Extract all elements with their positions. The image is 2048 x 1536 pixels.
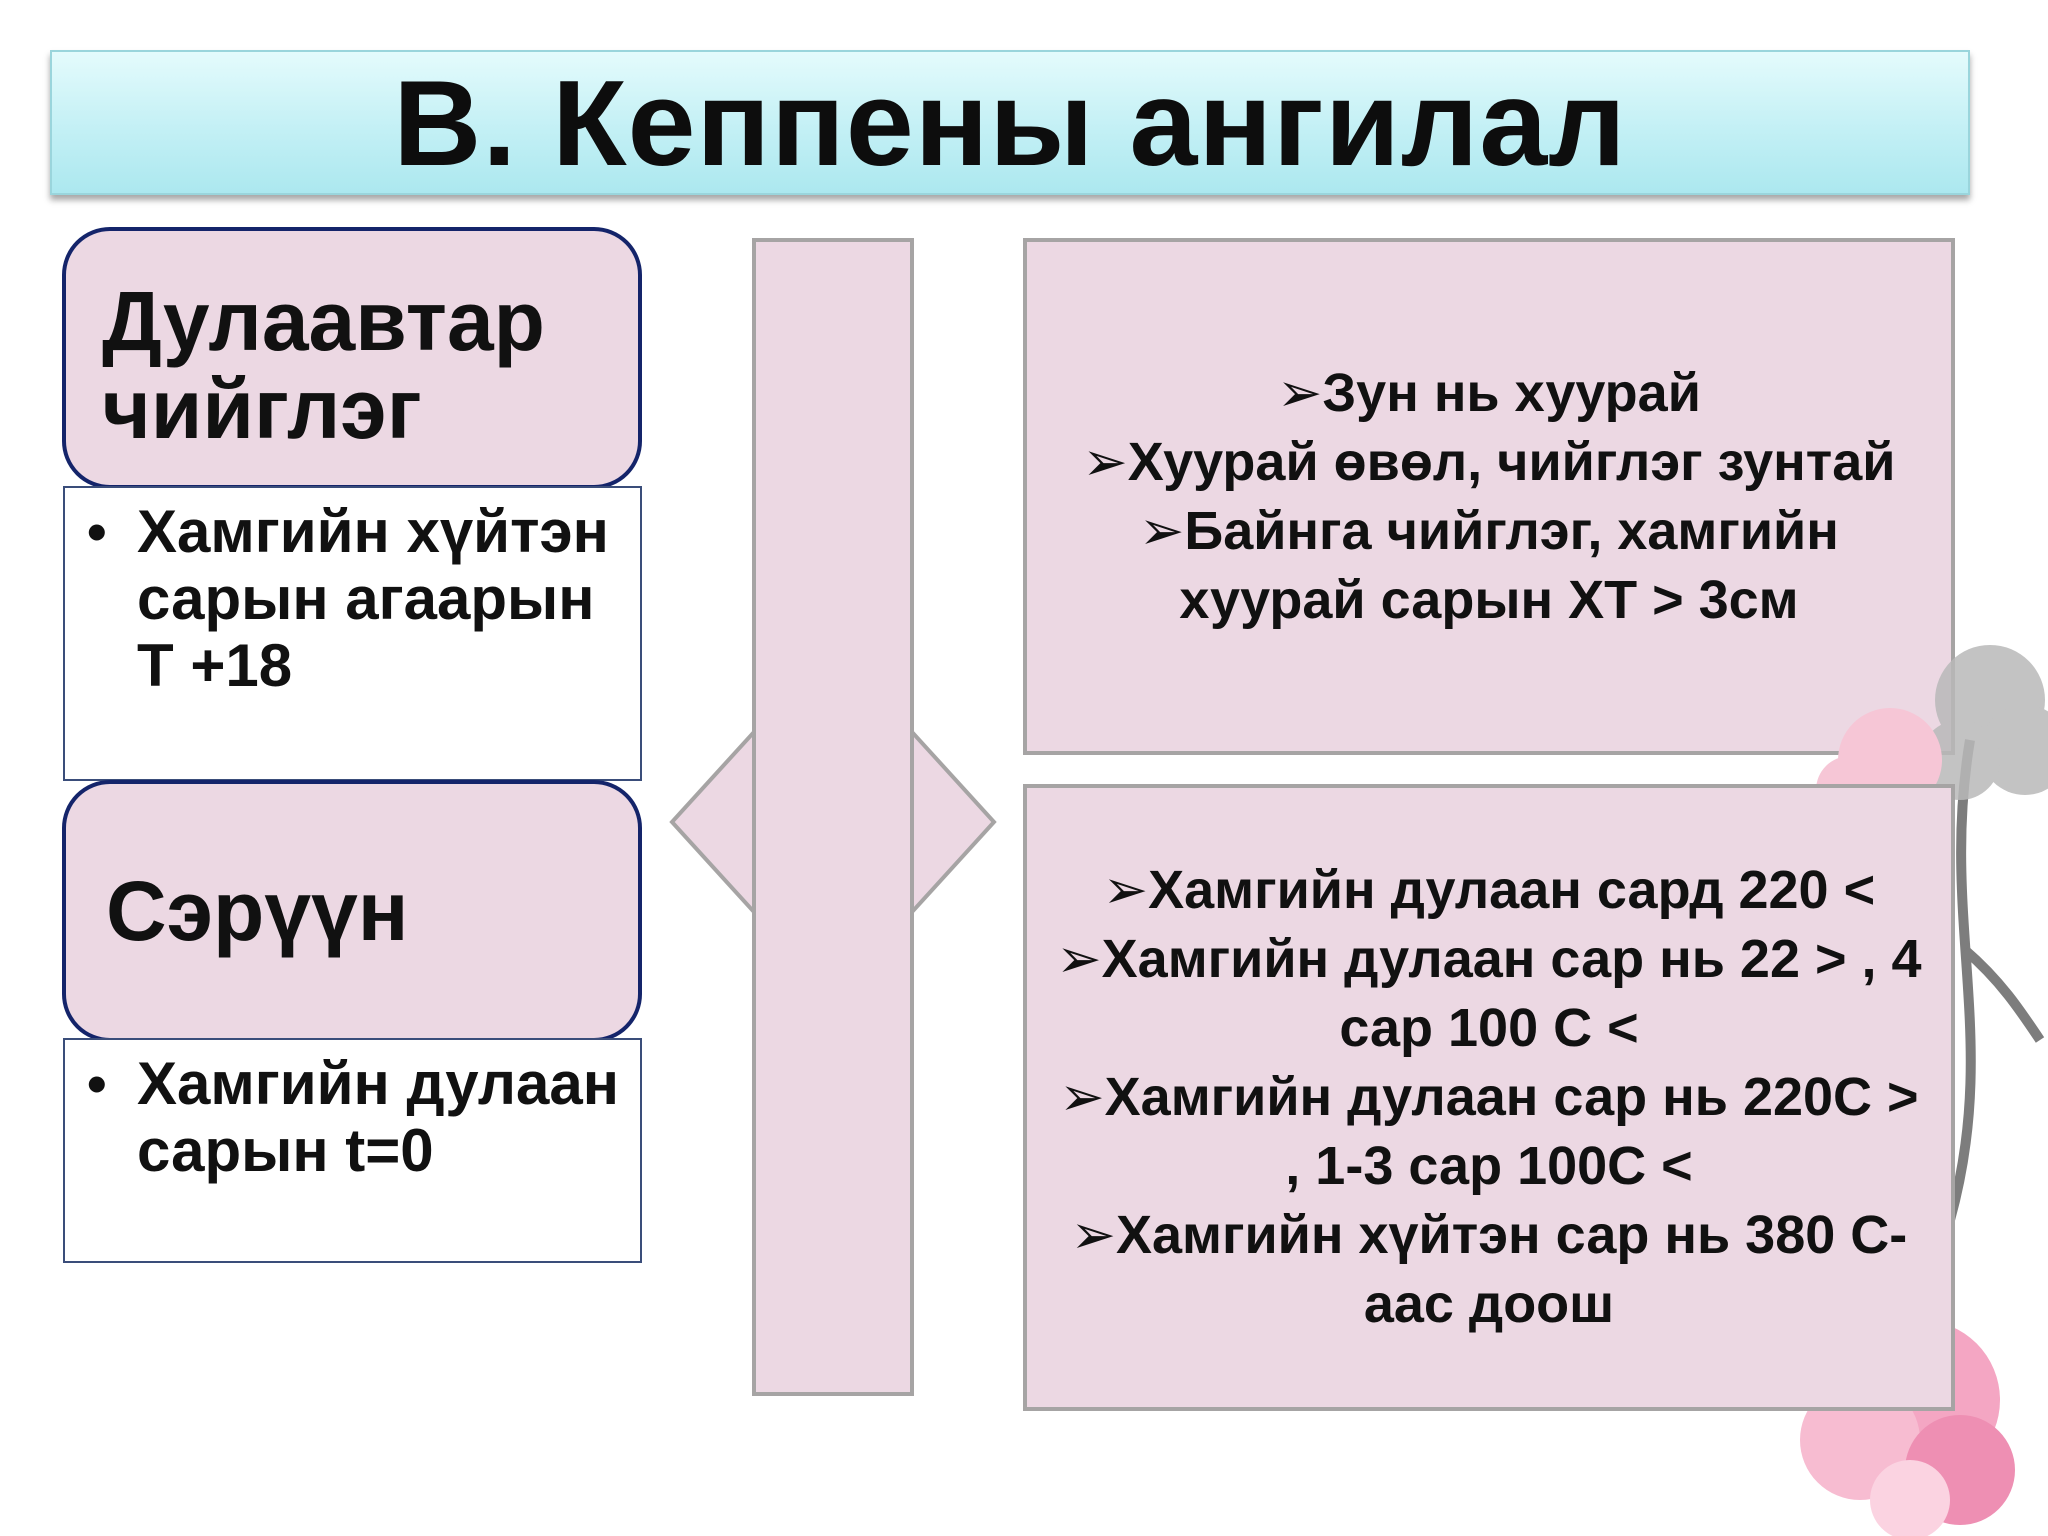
gray-flower bbox=[1920, 645, 2048, 800]
slide-title: B. Кеппены ангилал bbox=[393, 54, 1627, 191]
bullet-icon: • bbox=[87, 1052, 107, 1115]
description-line: ➢Хамгийн хүйтэн сар нь 380 С-аас доош bbox=[1070, 1205, 1908, 1334]
description-line: ➢Хамгийн дулаан сар нь 22 > , 4 сар 100 … bbox=[1056, 929, 1922, 1058]
description-line: ➢Байнга чийглэг, хамгийн хуурай сарын ХТ… bbox=[1139, 500, 1839, 630]
description-box-cool: ➢Хамгийн дулаан сард 220 < ➢Хамгийн дула… bbox=[1023, 784, 1955, 1411]
category-detail-text: Хамгийн хүйтэн сарын агаарын Т +18 bbox=[137, 498, 609, 699]
arrow-head-left bbox=[669, 726, 756, 918]
arrow-head-right bbox=[910, 726, 997, 918]
category-label: Дулаавтар чийглэг bbox=[102, 274, 545, 456]
description-line: ➢Зун нь хуурай bbox=[1277, 362, 1701, 423]
bullet-icon: • bbox=[87, 500, 107, 563]
category-detail-box: • Хамгийн дулаан сарын t=0 bbox=[63, 1038, 642, 1263]
description-line: ➢Хамгийн дулаан сард 220 < bbox=[1102, 860, 1876, 920]
category-label: Сэрүүн bbox=[106, 863, 409, 958]
title-banner: B. Кеппены ангилал bbox=[50, 50, 1970, 195]
category-detail-text: Хамгийн дулаан сарын t=0 bbox=[137, 1050, 619, 1184]
category-box-humid-subtropical: Дулаавтар чийглэг bbox=[62, 227, 642, 489]
category-box-cool: Сэрүүн bbox=[62, 780, 642, 1042]
double-arrow-connector bbox=[669, 238, 997, 1396]
description-line: ➢Хуурай өвөл, чийглэг зунтай bbox=[1082, 431, 1896, 492]
description-box-humid-subtropical: ➢Зун нь хуурай ➢Хуурай өвөл, чийглэг зун… bbox=[1023, 238, 1955, 755]
category-detail-box: • Хамгийн хүйтэн сарын агаарын Т +18 bbox=[63, 486, 642, 781]
arrow-shaft bbox=[752, 238, 914, 1396]
description-line: ➢Хамгийн дулаан сар нь 220С > , 1-3 сар … bbox=[1059, 1067, 1919, 1196]
